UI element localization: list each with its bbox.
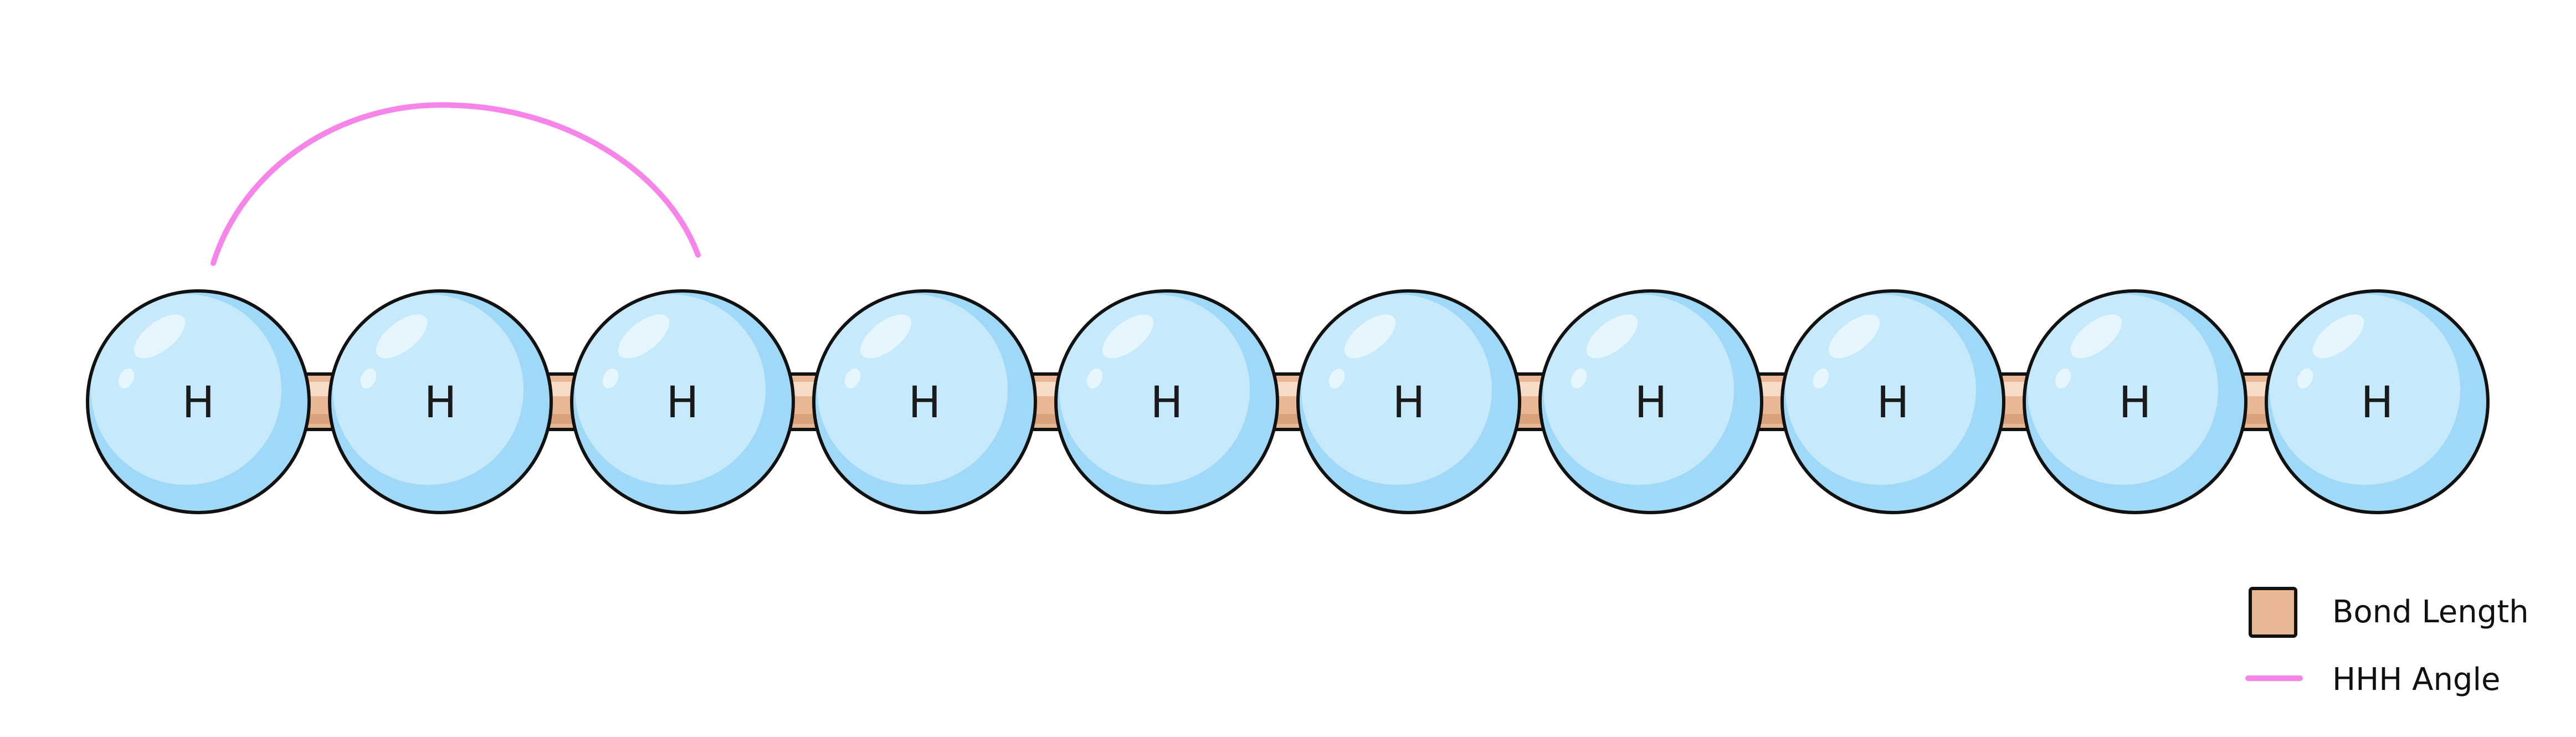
hydrogen-atom: H xyxy=(1054,289,1279,514)
atom-outline xyxy=(328,289,553,514)
atom-glint xyxy=(2312,314,2364,359)
atom-glint xyxy=(2070,314,2122,359)
hydrogen-atom: H xyxy=(1780,289,2005,514)
atom-glint xyxy=(1344,314,1396,359)
legend: Bond Length HHH Angle xyxy=(2245,587,2529,698)
atom-glint-small xyxy=(602,368,619,389)
atom-glint xyxy=(618,314,670,359)
hhh-angle-arc xyxy=(211,102,701,266)
atom-glint xyxy=(1828,314,1880,359)
atom-outline xyxy=(1296,289,1521,514)
atom-outline xyxy=(1054,289,1279,514)
atom-outline xyxy=(1780,289,2005,514)
atom-glint-small xyxy=(2297,368,2313,389)
atom-outline xyxy=(2265,289,2490,514)
atom-glint-small xyxy=(1328,368,1345,389)
hydrogen-atom: H xyxy=(2265,289,2490,514)
atom-outline xyxy=(86,289,311,514)
hydrogen-atom: H xyxy=(86,289,311,514)
hydrogen-atom: H xyxy=(2023,289,2247,514)
atom-glint-small xyxy=(2055,368,2071,389)
hydrogen-atom: H xyxy=(328,289,553,514)
atom-outline xyxy=(570,289,795,514)
atom-glint-small xyxy=(1813,368,1829,389)
atom-glint-small xyxy=(1571,368,1587,389)
hydrogen-atom: H xyxy=(570,289,795,514)
atom-glint-small xyxy=(118,368,135,389)
legend-bond-length-label: Bond Length xyxy=(2332,594,2529,630)
atom-label: H xyxy=(2361,378,2394,428)
atom-label: H xyxy=(2119,378,2152,428)
bond-length-swatch xyxy=(2249,587,2297,638)
atom-label: H xyxy=(909,378,941,428)
atom-glint xyxy=(1586,314,1638,359)
atom-label: H xyxy=(1635,378,1667,428)
atom-outline xyxy=(2023,289,2247,514)
atom-glint xyxy=(860,314,912,359)
atom-label: H xyxy=(182,378,215,428)
atom-label: H xyxy=(1877,378,1910,428)
hydrogen-atom: H xyxy=(812,289,1037,514)
hydrogen-atom: H xyxy=(1538,289,1763,514)
atom-glint-small xyxy=(1086,368,1103,389)
atom-glint xyxy=(1102,314,1154,359)
atom-label: H xyxy=(1393,378,1425,428)
atom-glint-small xyxy=(360,368,377,389)
atom-label: H xyxy=(1151,378,1183,428)
atom-outline xyxy=(1538,289,1763,514)
legend-hhh-angle-label: HHH Angle xyxy=(2332,662,2501,698)
atom-outline xyxy=(812,289,1037,514)
atom-glint-small xyxy=(844,368,861,389)
atom-glint xyxy=(134,314,186,359)
atom-label: H xyxy=(666,378,699,428)
hydrogen-atom: H xyxy=(1296,289,1521,514)
atom-label: H xyxy=(424,378,457,428)
atom-glint xyxy=(376,314,428,359)
